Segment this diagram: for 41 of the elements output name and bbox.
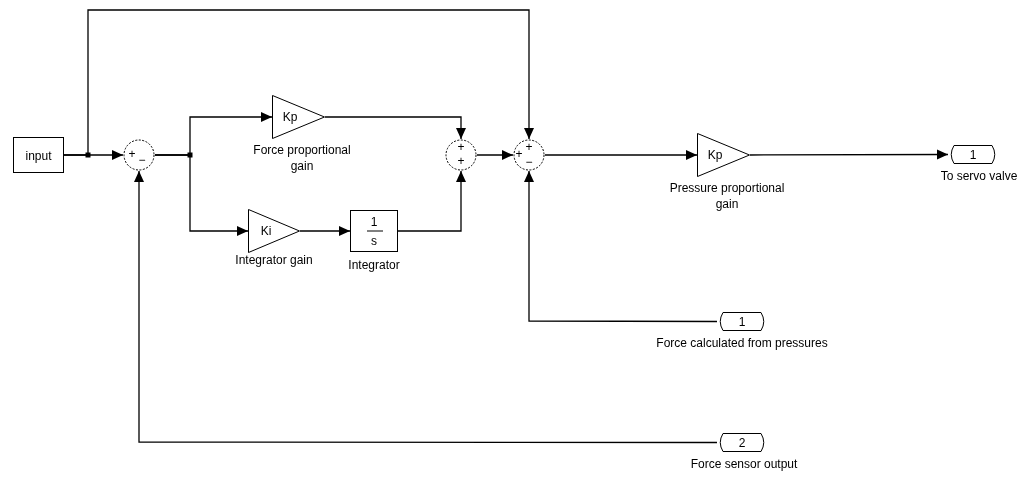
sign-label: + — [457, 141, 465, 153]
signal-arrow — [299, 226, 351, 236]
sign-label: + — [515, 148, 523, 160]
fraction-label: 1 — [370, 216, 378, 228]
signal-arrow — [154, 154, 249, 236]
signal-arrow — [749, 149, 949, 160]
sign-label: − — [525, 156, 533, 168]
gain-label: Kp — [282, 111, 298, 123]
block-caption: Integrator gain — [234, 252, 314, 269]
sign-label: + — [128, 148, 136, 160]
signal-block — [13, 137, 64, 173]
fraction-label: s — [371, 235, 377, 247]
signal-arrow — [324, 116, 466, 140]
port-number: 1 — [969, 148, 977, 161]
block-caption: To servo valve — [939, 168, 1019, 185]
sum-junction — [513, 139, 545, 171]
signal-arrow — [476, 150, 514, 160]
signal-arrow — [524, 170, 718, 323]
signal-arrow — [63, 9, 534, 156]
sign-label: + — [525, 141, 533, 153]
block-caption: Force sensor output — [689, 456, 799, 473]
block-caption: Force calculated from pressures — [655, 335, 829, 352]
block-caption: Force proportional gain — [252, 142, 352, 175]
integrator-block — [350, 210, 398, 252]
gain-triangle — [272, 95, 325, 139]
gain-label: Ki — [260, 225, 272, 237]
signal-arrow — [134, 170, 718, 444]
block-caption: Integrator — [347, 257, 401, 274]
port-number: 1 — [738, 315, 746, 328]
gain-triangle — [697, 133, 750, 177]
signal-arrow — [397, 170, 466, 232]
block-caption: Pressure proportional gain — [668, 180, 786, 213]
gain-triangle — [248, 209, 300, 253]
port-number: 2 — [738, 436, 746, 449]
sign-label: + — [457, 155, 465, 167]
sign-label: − — [138, 154, 146, 166]
gain-label: Kp — [707, 149, 723, 161]
sum-junction — [445, 139, 477, 171]
block-label: input — [25, 150, 52, 162]
sum-junction — [123, 139, 155, 171]
signal-arrow — [544, 150, 698, 160]
